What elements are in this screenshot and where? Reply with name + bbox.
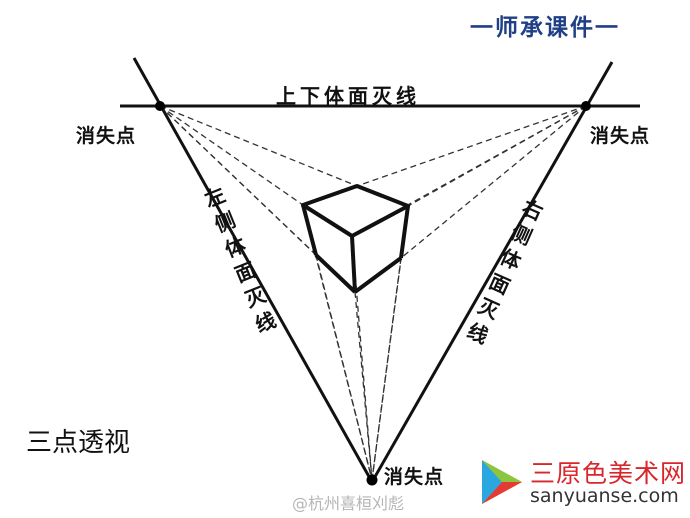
vanishing-point-left-label: 消失点 [76,125,137,147]
site-url: sanyuanse.com [530,485,679,507]
play-triangle-icon [482,460,522,504]
site-logo: 三原色美术网 sanyuanse.com [470,452,686,512]
dashed-lines-right-vp [351,105,587,259]
vanishing-point-right [581,101,591,111]
site-name: 三原色美术网 [530,459,687,488]
top-vanishing-line-label: 上下体面灭线 [276,84,420,108]
weibo-watermark: @杭州喜桓刈彪 [292,494,405,513]
diagram-title: 三点透视 [26,428,131,458]
dashed-lines-bottom-vp [302,204,409,481]
vanishing-point-right-label: 消失点 [590,125,651,147]
brand-title: 一师承课件一 [470,14,620,41]
perspective-cube [301,184,410,294]
left-vanishing-line [132,57,374,483]
vanishing-point-bottom [366,474,378,486]
right-vanishing-line [370,61,614,483]
vanishing-point-bottom-label: 消失点 [384,466,445,488]
vanishing-point-left [155,101,165,111]
